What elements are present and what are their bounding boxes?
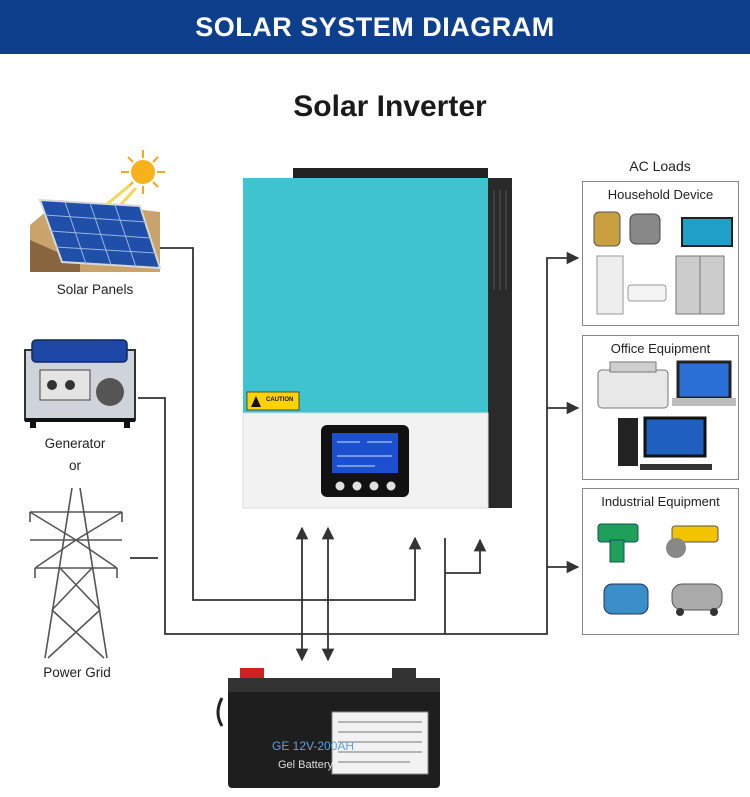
header-banner: SOLAR SYSTEM DIAGRAM [0,0,750,54]
ac-loads-label: AC Loads [629,158,691,174]
battery-model: GE 12V-200AH [272,739,354,753]
wire-solar [158,247,422,601]
household-device-title: Household Device [607,187,714,202]
household-device-box: Household Device [582,181,739,326]
industrial-equipment-box: Industrial Equipment [582,488,739,635]
generator-label: Generator [44,436,106,451]
or-label: or [68,458,81,473]
sun-icon [99,150,165,216]
inverter-unit: CAUTION [242,168,512,509]
office-equipment-title: Office Equipment [610,341,711,356]
caution-label: CAUTION [266,397,293,403]
battery-type: Gel Battery [278,759,334,771]
diagram-title: Solar Inverter [293,90,487,123]
industrial-equipment-title: Industrial Equipment [601,494,720,509]
generator-icon [24,339,136,428]
solar-panels-label: Solar Panels [56,282,134,297]
banner-title: SOLAR SYSTEM DIAGRAM [195,11,555,42]
solar-panels-icon [30,198,162,272]
wire-loads-trunk [445,251,580,635]
office-equipment-box: Office Equipment [582,335,739,480]
wiring [130,247,580,662]
battery-icon: GE 12V-200AH Gel Battery [216,668,440,788]
power-grid-label: Power Grid [43,665,111,680]
power-grid-icon [29,487,123,659]
wire-generator [138,397,446,635]
wire-to-inverter-right [445,538,487,574]
